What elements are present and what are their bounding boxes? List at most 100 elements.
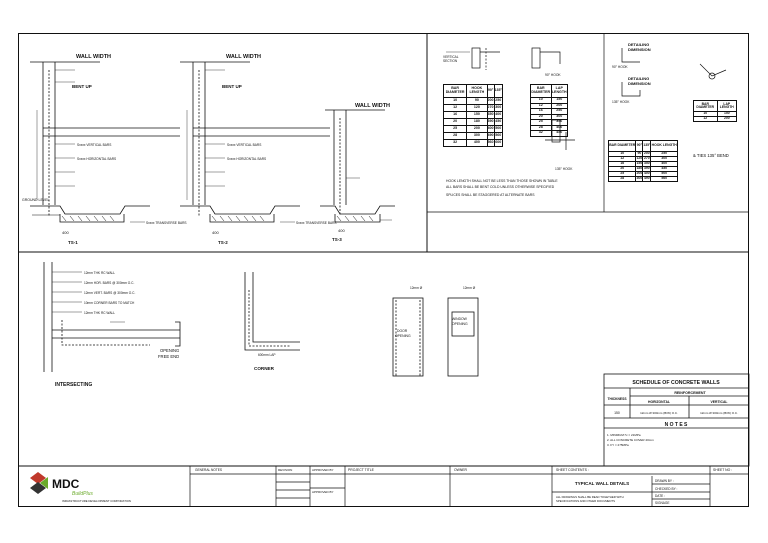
table-cell: LAP LENGTH	[716, 100, 738, 112]
table-cell: 350	[550, 119, 569, 126]
splice-h-lap: LAP LENGTH	[550, 84, 569, 98]
note-vertical-2: Sxxxx VERTICAL BARS	[227, 143, 261, 147]
row-thickness: 150	[614, 411, 620, 415]
table-cell: 560	[486, 139, 495, 147]
window-opening-detail	[447, 297, 479, 377]
hook-h-dia: BAR DIAMETER	[442, 84, 468, 98]
hook-h-len: HOOK LENGTH	[466, 84, 488, 98]
company-name: MDC	[52, 477, 80, 491]
opening-free-end-label: OPENING	[160, 348, 179, 353]
signage-label: SIGNAGE	[655, 501, 670, 505]
row-vertical: 12mm Ø 300mm (B/W) O.C.	[700, 411, 738, 415]
bent-up-label-2: BENT UP	[222, 84, 242, 89]
hook-note-1: HOOK LENGTH SHALL NOT BE LESS THAN THOSE…	[446, 179, 558, 183]
dim-400-2: 400	[212, 230, 219, 235]
table-cell: 150	[466, 111, 488, 119]
hook-h-90: 90°	[486, 84, 495, 98]
table-cell: 20	[442, 118, 468, 126]
sheet-contents-value: TYPICAL WALL DETAILS	[575, 481, 629, 486]
schedule-grid	[603, 373, 750, 467]
wall-width-label-1: WALL WIDTH	[76, 54, 111, 60]
table-cell: 135°	[642, 140, 652, 152]
schedule-note-2: 2. ALL CONCRETE COVER 40mm	[607, 438, 654, 442]
table-cell: 500	[493, 125, 504, 133]
schedule-note-1: 1. MINIMUM f'c = 21MPa	[607, 433, 641, 437]
table-cell: 250	[550, 108, 569, 115]
table-cell: 90	[466, 97, 488, 105]
wall-section-ts2-hatch	[211, 215, 265, 222]
titleblock-grid	[189, 466, 749, 507]
detailing-dimension-2b: DIMENSION	[628, 81, 651, 86]
ground-level-label: GROUND LEVEL	[22, 198, 49, 202]
table-cell: 28	[607, 176, 637, 182]
table-cell: 300	[550, 113, 569, 120]
corner-lap: 600mm LAP	[258, 353, 276, 357]
ties-bend-label: & TIES 135° BEND	[693, 153, 729, 158]
table-cell: 90°	[635, 140, 644, 152]
table-cell: 12	[442, 104, 468, 112]
sheet-contents-label: SHEET CONTENTS :	[556, 468, 589, 472]
wall-width-label-2: WALL WIDTH	[226, 54, 261, 60]
table-cell: BAR DIAMETER	[607, 140, 637, 152]
table-cell: 390	[486, 118, 495, 126]
leader-lines-top	[36, 69, 392, 223]
window-opening-label: WINDOW	[452, 317, 468, 321]
hook-h-135: 135°	[493, 84, 504, 98]
wall-section-ts3-hatch	[336, 215, 374, 222]
opening-note-2: 12mm Ø	[463, 286, 476, 290]
schedule-title: SCHEDULE OF CONCRETE WALLS	[632, 380, 720, 386]
vertical-header: VERTICAL	[711, 400, 728, 404]
checked-by: CHECKED BY :	[655, 487, 678, 491]
wall-section-ts3	[320, 109, 395, 223]
sheet-fine-1: ALL DRAWINGS SHALL BE READ TOGETHER WITH	[556, 495, 624, 499]
detailing-dimension-1: DETAILING	[628, 42, 649, 47]
bend-sketch	[621, 48, 727, 97]
hook-90-label-sketch: 90° HOOK	[545, 73, 561, 77]
door-opening-label: DOOR	[397, 329, 408, 333]
company-fine: INFRASTRUCTURE DEVELOPMENT CORPORATION	[62, 499, 131, 503]
hook-135-label: 135° HOOK	[612, 100, 630, 104]
notes-title: N O T E S	[665, 422, 688, 428]
table-cell: 150	[550, 97, 569, 104]
table-cell: 350	[486, 111, 495, 119]
revision-label: REVISION	[278, 468, 292, 472]
bent-up-label-1: BENT UP	[72, 84, 92, 89]
note-horizontal-1: Sxxxx HORIZONTAL BARS	[77, 157, 116, 161]
table-cell: 200	[716, 116, 738, 122]
intersecting-detail	[43, 262, 181, 372]
int-note-4: 10mm CORNER BARS TO MATCH	[84, 301, 135, 305]
dim-400-3: 400	[338, 228, 345, 233]
table-cell: 270	[486, 104, 495, 112]
project-title-label: PROJECT TITLE	[348, 468, 375, 472]
table-cell: 400	[493, 111, 504, 119]
wall-section-ts1-hatch	[61, 215, 115, 222]
intersecting-label: INTERSECTING	[55, 382, 92, 388]
footing-ts1: TS-1	[68, 240, 78, 245]
table-cell: 180	[466, 118, 488, 126]
table-cell: 25	[442, 125, 468, 133]
note-transverse-2: Sxxxx TRANSVERSE BARS	[296, 221, 337, 225]
table-cell: 560	[650, 176, 678, 182]
horizontal-header: HORIZONTAL	[648, 400, 670, 404]
wall-section-ts2	[180, 61, 330, 223]
table-cell: 300	[466, 132, 488, 140]
corner-label: CORNER	[254, 366, 275, 371]
table-cell: 600	[493, 139, 504, 147]
row-horizontal: 12mm Ø 300mm (B/W) O.C.	[640, 411, 678, 415]
table-cell: 400	[486, 125, 495, 133]
footing-ts3: TS-3	[332, 237, 342, 242]
detailing-dimension-2: DETAILING	[628, 76, 649, 81]
table-cell: 560	[493, 132, 504, 140]
table-cell: 32	[530, 130, 552, 137]
int-note-1: 12mm THK RC WALL	[84, 271, 115, 275]
int-note-5: 12mm THK RC WALL	[84, 311, 115, 315]
table-cell: 450	[493, 118, 504, 126]
door-opening-detail	[392, 297, 424, 377]
vertical-section-label-2: SECTION	[443, 59, 458, 63]
table-cell: 450	[550, 130, 569, 137]
